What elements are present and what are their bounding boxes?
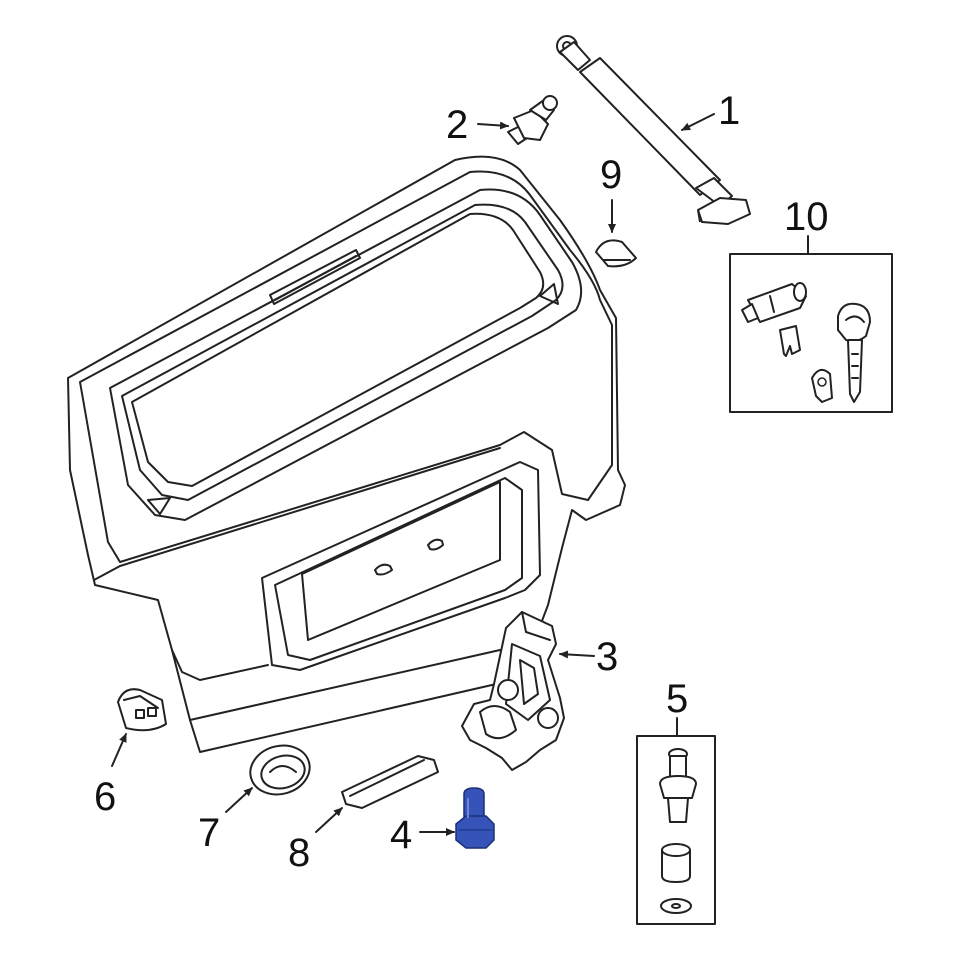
part-7-grommet: [249, 744, 311, 796]
arrow-2: [477, 121, 509, 130]
callout-10: 10: [784, 195, 829, 239]
callout-1: 1: [718, 89, 740, 133]
callout-2: 2: [446, 103, 468, 147]
part-2-bumper-stop: [507, 95, 558, 145]
callout-9: 9: [600, 153, 622, 197]
callout-arrows: [111, 113, 809, 836]
part-4-bolt: [455, 787, 495, 849]
callout-6: 6: [94, 775, 116, 819]
callout-5: 5: [666, 677, 688, 721]
arrow-6: [111, 733, 127, 767]
callout-numbers: 1 2 3 4 5 6 7 8 9 10: [94, 89, 829, 875]
arrow-1: [681, 113, 715, 131]
part-9-cap: [595, 239, 637, 268]
arrow-3: [559, 650, 595, 659]
callout-7: 7: [198, 811, 220, 855]
liftgate-panel: [67, 155, 626, 753]
part-10-lock-cylinder-kit: [729, 253, 893, 413]
callout-4: 4: [390, 813, 412, 857]
part-5-pin-kit: [636, 735, 716, 925]
part-1-liftgate-support-strut: [556, 35, 751, 225]
part-3-latch-assembly: [461, 611, 565, 771]
part-6-bumper: [117, 688, 167, 732]
callout-3: 3: [596, 635, 618, 679]
arrow-7: [225, 787, 253, 813]
callout-8: 8: [288, 831, 310, 875]
part-8-handle: [341, 755, 439, 809]
arrow-8: [315, 807, 343, 833]
